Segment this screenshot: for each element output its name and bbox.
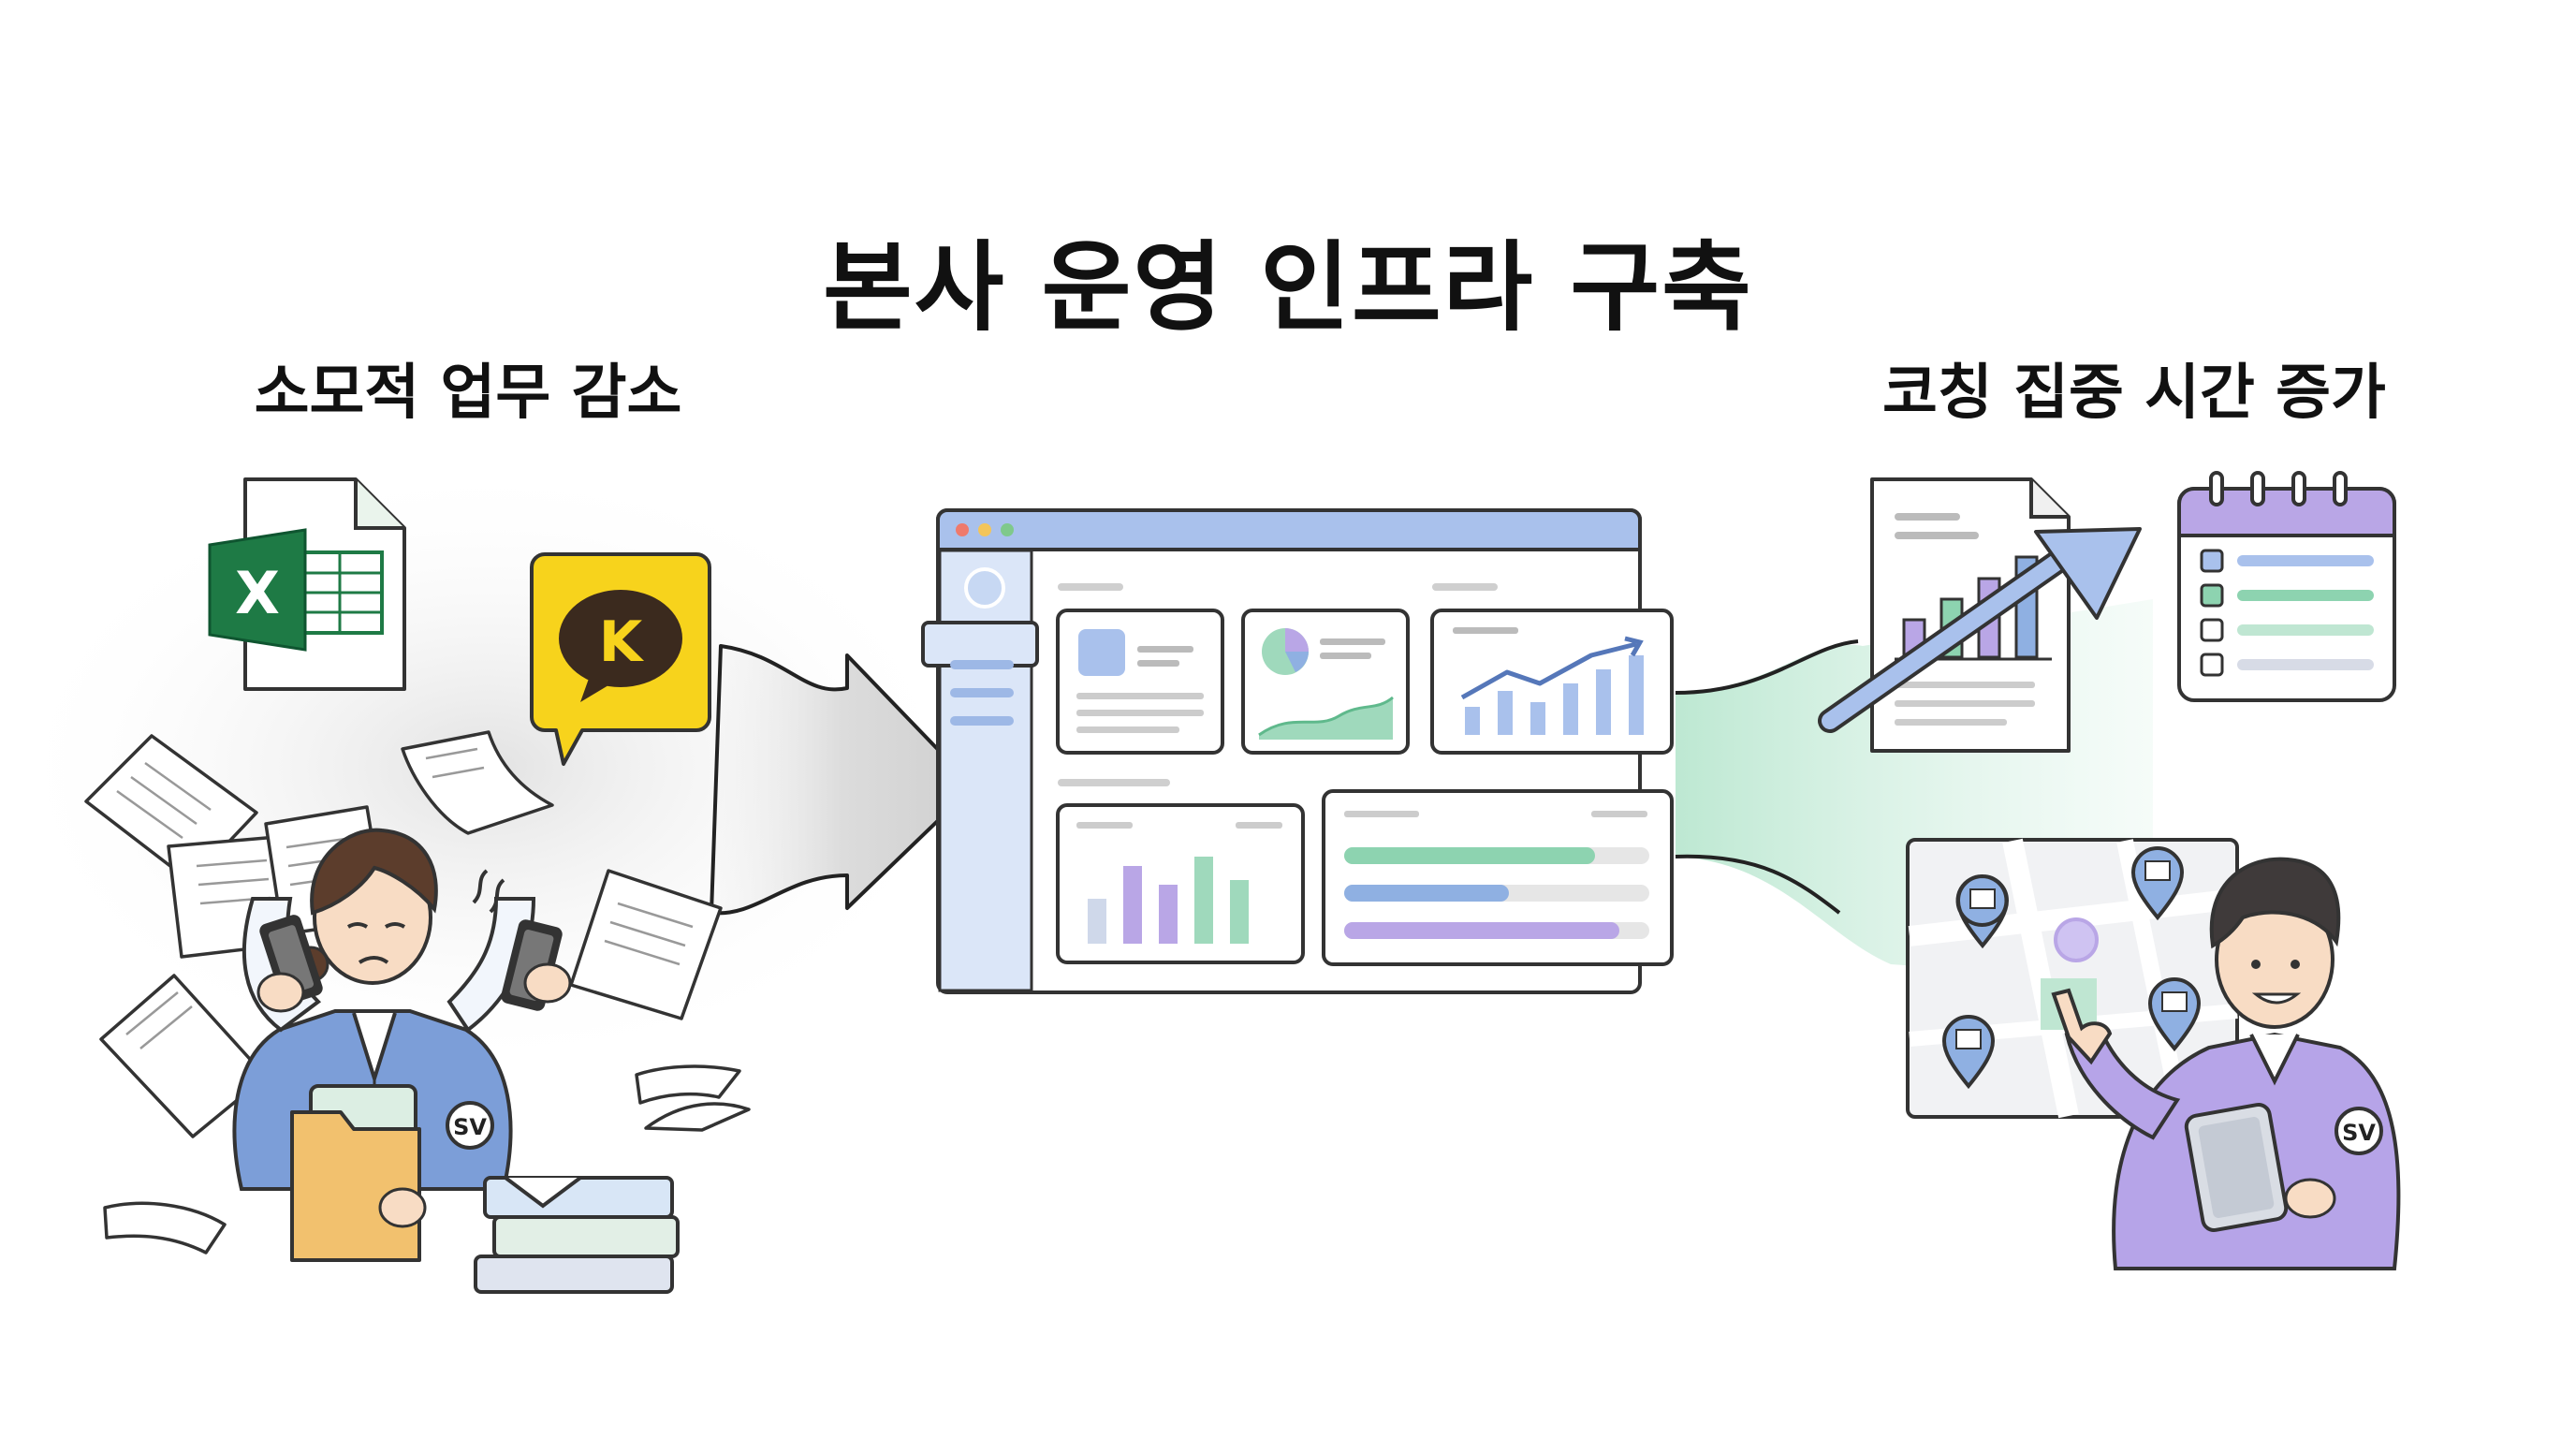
store-pin-icon [2130, 846, 2185, 921]
excel-letter: X [235, 559, 280, 627]
paper-4 [401, 730, 554, 835]
folder-stack-icon [290, 1084, 421, 1262]
binder-stack-icon [474, 1176, 680, 1294]
worker-badge-left: SV [453, 1114, 487, 1140]
pointing-hand [2051, 988, 2113, 1065]
sidebar-active-tab [921, 621, 1039, 668]
maximize-dot [1001, 523, 1014, 536]
stressed-worker: SV [232, 828, 572, 1262]
phone-left-icon [259, 915, 323, 1005]
progress-card [1322, 789, 1674, 966]
store-pin-icon [1941, 1015, 1996, 1090]
trend-card [1430, 609, 1674, 755]
coach-hair [2209, 857, 2341, 949]
window-titlebar [936, 508, 1642, 551]
store-pins [1941, 846, 2202, 1090]
flying-papers [84, 730, 751, 1255]
kakao-letter: K [599, 609, 645, 675]
calendar-checklist-icon [2177, 471, 2396, 702]
minimize-dot [978, 523, 991, 536]
bar-chart-card [1056, 803, 1305, 964]
dashboard-sidebar [938, 549, 1033, 992]
tablet-icon [2184, 1103, 2289, 1232]
store-pin-icon [1955, 874, 2010, 949]
worker-hair [310, 828, 438, 916]
page-title: 본사 운영 인프라 구축 [823, 230, 1753, 345]
store-pin-icon [2147, 977, 2202, 1052]
growth-arrow-icon [1818, 527, 2142, 733]
coach-badge: SV [2342, 1120, 2376, 1146]
left-heading: 소모적 업무 감소 [254, 359, 682, 428]
avatar-circle [964, 567, 1005, 609]
excel-file-icon: X [208, 477, 406, 691]
coach-worker: SV [2051, 857, 2401, 1270]
right-arm [446, 897, 536, 1033]
kakao-chat-icon: K [530, 552, 711, 766]
right-heading: 코칭 집중 시간 증가 [1882, 359, 2386, 428]
flow-line-top [1675, 639, 1859, 695]
pie-card [1241, 609, 1410, 755]
flow-arrow-left [710, 644, 975, 916]
profile-card [1056, 609, 1224, 755]
paper-7 [635, 1064, 751, 1132]
stress-marks [472, 869, 505, 914]
dashboard-window [921, 508, 1674, 994]
close-dot [956, 523, 969, 536]
paper-5 [569, 869, 723, 1020]
flow-line-bottom [1675, 854, 1841, 915]
paper-8 [103, 1201, 227, 1255]
